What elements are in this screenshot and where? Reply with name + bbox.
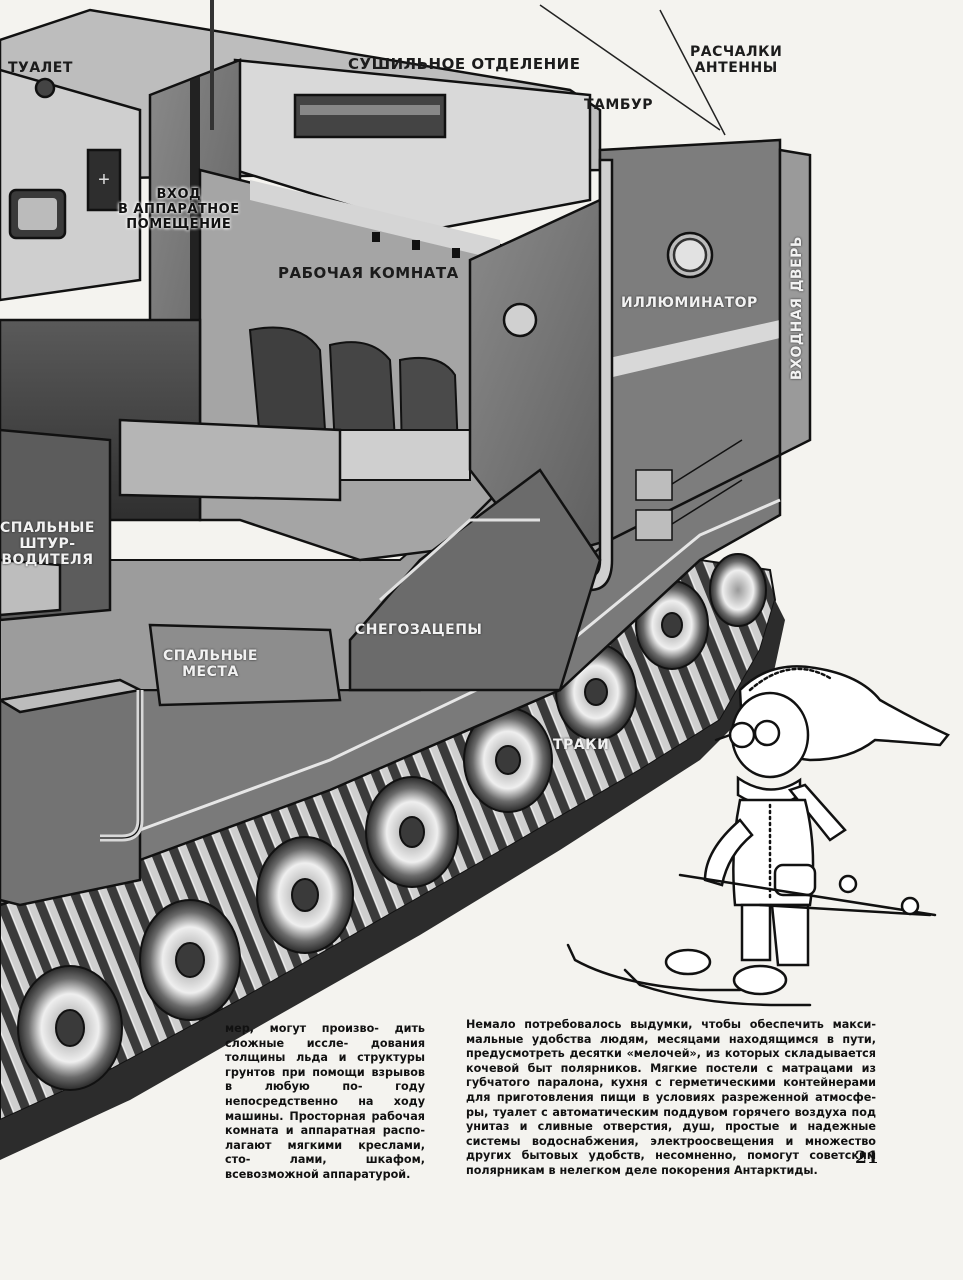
label-antenna-guys: РАСЧАЛКИ АНТЕННЫ bbox=[690, 44, 783, 76]
label-snow-grips: СНЕГОЗАЦЕПЫ bbox=[355, 622, 483, 638]
label-equipment-entrance: ВХОД В АППАРАТНОЕ ПОМЕЩЕНИЕ bbox=[118, 187, 240, 232]
label-toilet: ТУАЛЕТ bbox=[8, 60, 73, 76]
label-drying-room: СУШИЛЬНОЕ ОТДЕЛЕНИЕ bbox=[348, 55, 581, 73]
text-column-left: мер, могут произво- дить сложные иссле- … bbox=[225, 1022, 425, 1181]
label-tracks: ТРАКИ bbox=[553, 737, 610, 753]
label-driver-berths: СПАЛЬНЫЕ ШТУР- ВОДИТЕЛЯ bbox=[0, 520, 95, 568]
polar-explorer-cartoon bbox=[566, 665, 950, 1007]
label-sleeping-places: СПАЛЬНЫЕ МЕСТА bbox=[163, 648, 258, 680]
label-vestibule: ТАМБУР bbox=[584, 97, 654, 113]
svg-text:+: + bbox=[98, 169, 110, 191]
label-porthole: ИЛЛЮМИНАТОР bbox=[621, 295, 758, 311]
label-entrance-door: ВХОДНАЯ ДВЕРЬ bbox=[789, 235, 806, 381]
text-column-right: Немало потребовалось выдумки, чтобы обес… bbox=[466, 1018, 876, 1177]
page-number: 21 bbox=[855, 1148, 879, 1168]
label-work-room: РАБОЧАЯ КОМНАТА bbox=[278, 264, 459, 282]
driver-berth-box bbox=[0, 428, 342, 907]
cabin: + bbox=[0, 0, 812, 692]
